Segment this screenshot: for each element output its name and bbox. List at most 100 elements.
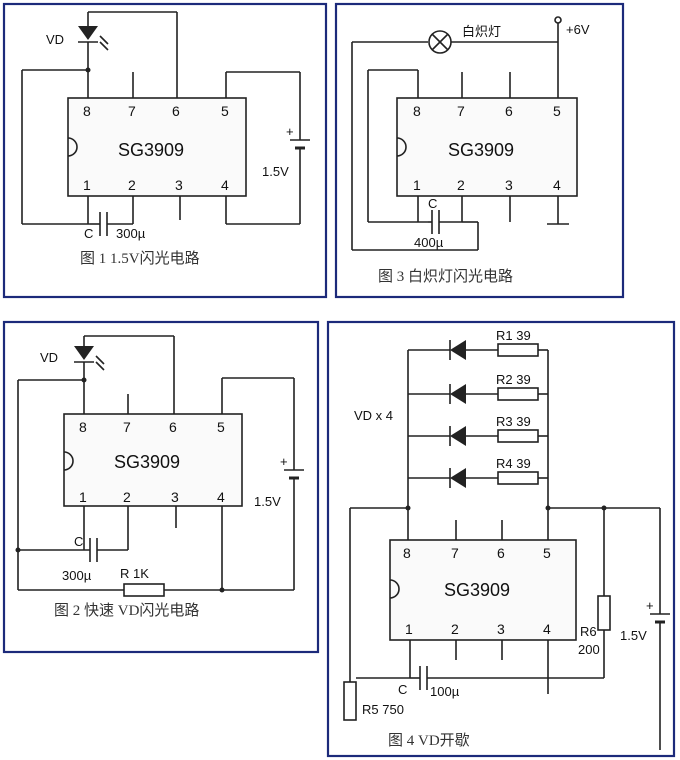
fig4-pin-3: 3 (497, 621, 505, 637)
fig3-cap-symbol: C (428, 196, 437, 211)
fig1-caption: 图 1 1.5V闪光电路 (80, 250, 200, 267)
fig4-capacitor-icon (410, 666, 604, 690)
fig1-chip-name: SG3909 (118, 140, 184, 160)
fig2-resistor-icon (123, 583, 165, 597)
fig1-pin-5: 5 (221, 103, 229, 119)
fig2-cap-value: 300µ (62, 568, 92, 583)
fig3-chip-body (396, 97, 578, 197)
fig4-led-2-icon (450, 384, 466, 404)
fig4-r2-icon (497, 387, 539, 401)
fig4-r5-icon (343, 681, 357, 721)
fig4-chip-body (389, 539, 577, 641)
fig4-led-group-label: VD x 4 (354, 408, 393, 423)
fig1-pin-6: 6 (172, 103, 180, 119)
fig4-r3-label: R3 39 (496, 414, 531, 429)
fig4-led-row-1 (408, 340, 548, 360)
fig4-led-1-icon (450, 340, 466, 360)
fig3-pin-7: 7 (457, 103, 465, 119)
fig2-led-icon (74, 346, 105, 371)
fig2-pin-7: 7 (123, 419, 131, 435)
fig3-chip-notch (396, 137, 407, 157)
fig3-pin-8: 8 (413, 103, 421, 119)
fig4-pin-4: 4 (543, 621, 551, 637)
panel-fig1: SG3909 8 7 6 5 1 2 3 4 VD (2, 2, 328, 299)
fig4-r1-icon (497, 343, 539, 357)
fig1-pin-3: 3 (175, 177, 183, 193)
fig3-pin-4: 4 (553, 177, 561, 193)
fig4-cap-symbol: C (398, 682, 407, 697)
fig3-supply-terminal (554, 16, 562, 24)
fig4-battery-icon (650, 613, 670, 624)
fig2-pin-4: 4 (217, 489, 225, 505)
fig4-cap-value: 100µ (430, 684, 460, 699)
fig3-pin-1: 1 (413, 177, 421, 193)
fig2-pin-6: 6 (169, 419, 177, 435)
fig3-lamp-label: 白炽灯 (462, 24, 501, 39)
fig2-capacitor-icon (89, 538, 128, 562)
fig4-r5-label: R5 750 (362, 702, 404, 717)
fig2-caption: 图 2 快速 VD闪光电路 (54, 602, 199, 619)
fig3-pin-6: 6 (505, 103, 513, 119)
panel-fig4: R1 39 R2 39 R3 39 R4 39 VD x 4 SG3909 8 … (326, 320, 676, 758)
fig4-pin-6: 6 (497, 545, 505, 561)
fig3-pin-2: 2 (457, 177, 465, 193)
fig1-led-icon (78, 26, 109, 51)
fig4-pin-8: 8 (403, 545, 411, 561)
fig4-pin-5: 5 (543, 545, 551, 561)
fig3-pin-3: 3 (505, 177, 513, 193)
fig4-chip-name: SG3909 (444, 580, 510, 600)
panel-fig1-frame (2, 2, 328, 299)
fig1-pin-7: 7 (128, 103, 136, 119)
fig2-battery-plus: + (280, 454, 288, 469)
fig1-pin-1: 1 (83, 177, 91, 193)
fig4-pin-1: 1 (405, 621, 413, 637)
fig1-chip-notch (67, 137, 78, 157)
fig1-cap-value: 300µ (116, 226, 146, 241)
panel-fig2: SG3909 8 7 6 5 1 2 3 4 VD (2, 320, 320, 654)
fig2-chip-body (63, 413, 243, 507)
fig2-cap-symbol: C (74, 534, 83, 549)
fig4-caption: 图 4 VD开歇 (388, 732, 470, 749)
fig4-r3-icon (497, 429, 539, 443)
fig1-cap-symbol: C (84, 226, 93, 241)
fig4-led-3-icon (450, 426, 466, 446)
fig3-supply-label: +6V (566, 22, 590, 37)
fig3-caption: 图 3 白炽灯闪光电路 (378, 268, 513, 285)
fig3-cap-value: 400µ (414, 235, 444, 250)
panel-fig4-frame (326, 320, 676, 758)
fig1-battery-plus: + (286, 124, 294, 139)
fig4-pin-2: 2 (451, 621, 459, 637)
fig3-pin-5: 5 (553, 103, 561, 119)
fig1-capacitor-icon (90, 212, 134, 236)
fig4-pin-7: 7 (451, 545, 459, 561)
fig4-battery-label: 1.5V (620, 628, 647, 643)
fig2-led-label: VD (40, 350, 58, 365)
fig3-chip-name: SG3909 (448, 140, 514, 160)
fig2-pin-3: 3 (171, 489, 179, 505)
fig2-pin-2: 2 (123, 489, 131, 505)
fig1-battery-icon (290, 139, 310, 150)
fig4-chip-notch (389, 579, 400, 599)
fig4-led-row-4 (408, 468, 548, 488)
fig4-r6-icon (597, 595, 611, 631)
fig4-led-4-icon (450, 468, 466, 488)
fig2-battery-label: 1.5V (254, 494, 281, 509)
fig4-r2-label: R2 39 (496, 372, 531, 387)
fig2-pin-5: 5 (217, 419, 225, 435)
fig2-resistor-label: R 1K (120, 566, 149, 581)
fig4-r4-label: R4 39 (496, 456, 531, 471)
fig1-battery-label: 1.5V (262, 164, 289, 179)
fig2-pin-1: 1 (79, 489, 87, 505)
fig4-r6-label: R6 (580, 624, 597, 639)
fig1-chip-body (67, 97, 247, 197)
fig4-r4-icon (497, 471, 539, 485)
fig3-capacitor-icon (428, 210, 462, 234)
fig1-pin-2: 2 (128, 177, 136, 193)
fig2-chip-notch (63, 451, 74, 471)
fig2-battery-icon (284, 469, 304, 480)
fig2-pin-8: 8 (79, 419, 87, 435)
fig4-r6-value: 200 (578, 642, 600, 657)
fig2-chip-name: SG3909 (114, 452, 180, 472)
fig1-led-label: VD (46, 32, 64, 47)
